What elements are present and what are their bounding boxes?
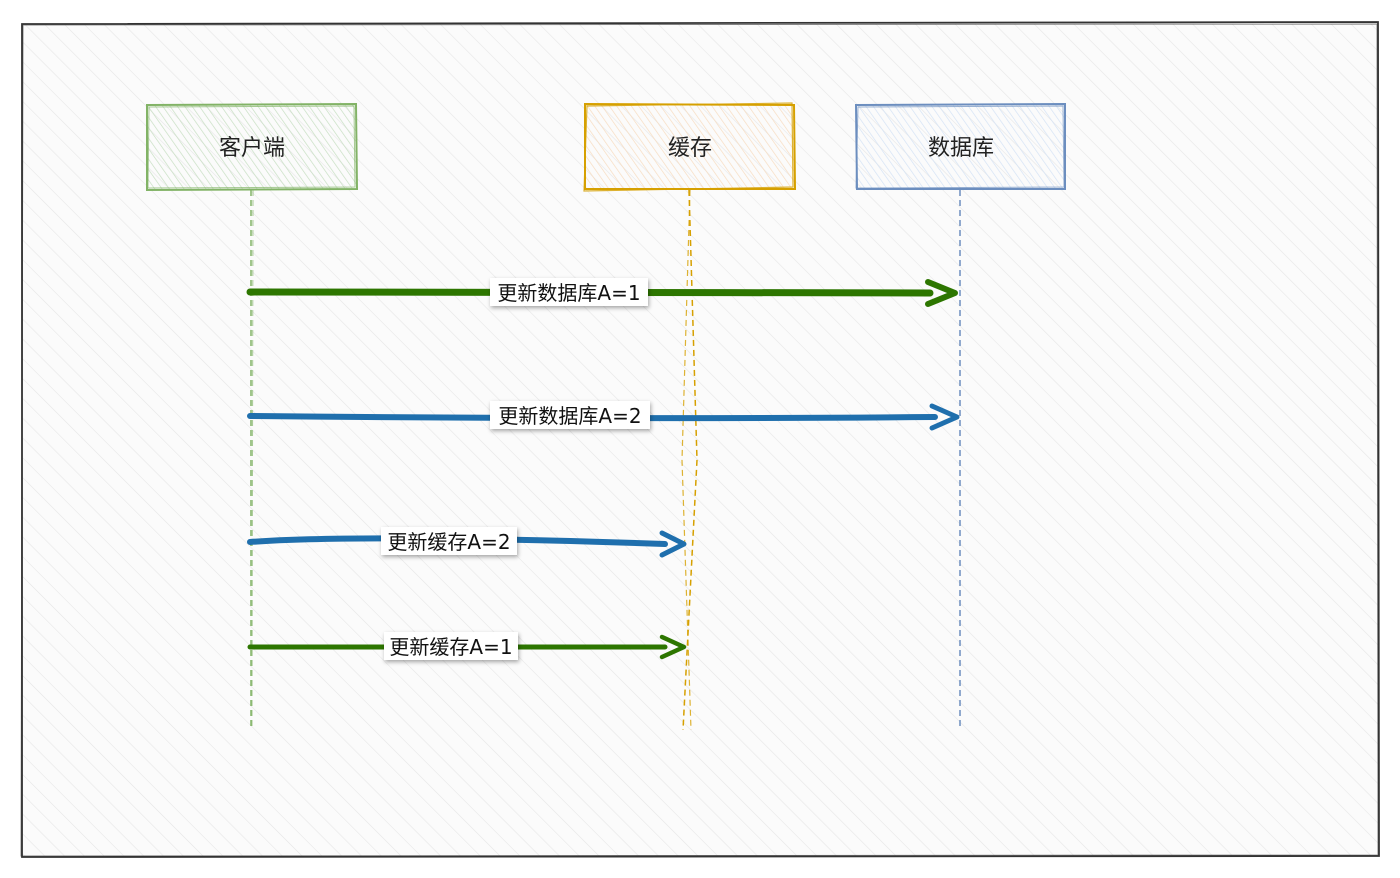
message-label-3: 更新缓存A=2	[387, 530, 510, 554]
message-label-4: 更新缓存A=1	[389, 635, 512, 659]
message-label-1: 更新数据库A=1	[497, 281, 640, 305]
message-1: 更新数据库A=1	[246, 278, 958, 307]
participant-label-db: 数据库	[928, 136, 994, 161]
message-2: 更新数据库A=2	[247, 401, 960, 431]
participant-db: 数据库	[854, 102, 1066, 190]
message-label-2: 更新数据库A=2	[498, 404, 641, 428]
message-3: 更新缓存A=2	[247, 527, 687, 558]
participant-client: 客户端	[146, 102, 359, 192]
lifelines	[250, 189, 961, 731]
arrowhead-1	[925, 279, 958, 307]
arrowhead-3	[659, 530, 687, 558]
arrowhead-4	[659, 634, 687, 660]
participant-cache: 缓存	[583, 102, 797, 192]
message-4: 更新缓存A=1	[247, 632, 687, 660]
arrowhead-2	[929, 403, 960, 431]
participant-label-client: 客户端	[219, 136, 285, 161]
participant-label-cache: 缓存	[668, 136, 712, 161]
